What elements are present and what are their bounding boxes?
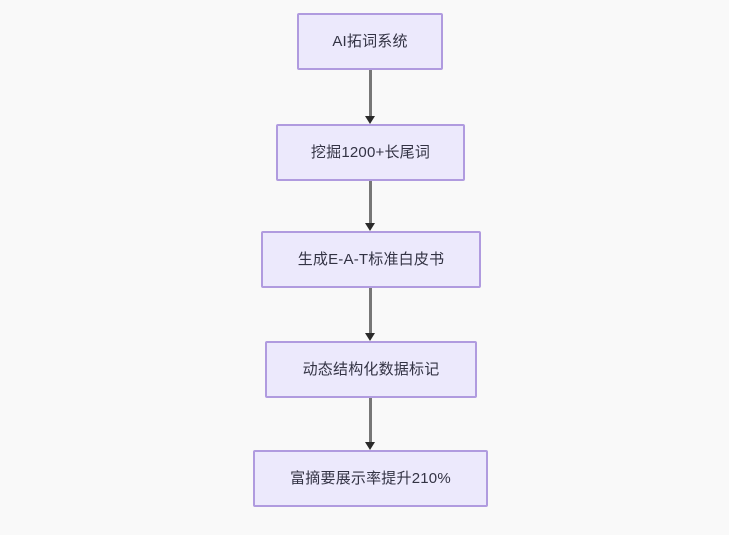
flow-node-5-label: 富摘要展示率提升210%	[290, 469, 451, 487]
flow-node-1-label: AI拓词系统	[332, 32, 408, 50]
flow-node-3-label: 生成E-A-T标准白皮书	[297, 250, 445, 268]
arrow-line	[368, 70, 372, 117]
arrow-head-down-icon	[365, 333, 375, 341]
arrow-line	[368, 288, 372, 334]
flow-node-1[interactable]: AI拓词系统	[297, 13, 443, 70]
flow-node-4[interactable]: 动态结构化数据标记	[265, 341, 477, 398]
flow-node-3[interactable]: 生成E-A-T标准白皮书	[261, 231, 481, 288]
arrow-head-down-icon	[365, 223, 375, 231]
arrow-head-down-icon	[365, 116, 375, 124]
flow-node-4-label: 动态结构化数据标记	[302, 360, 440, 378]
arrow-line	[368, 398, 372, 443]
flow-node-5[interactable]: 富摘要展示率提升210%	[253, 450, 488, 507]
arrow-line	[368, 181, 372, 224]
arrow-head-down-icon	[365, 442, 375, 450]
flow-node-2[interactable]: 挖掘1200+长尾词	[276, 124, 465, 181]
flow-node-2-label: 挖掘1200+长尾词	[310, 143, 431, 161]
